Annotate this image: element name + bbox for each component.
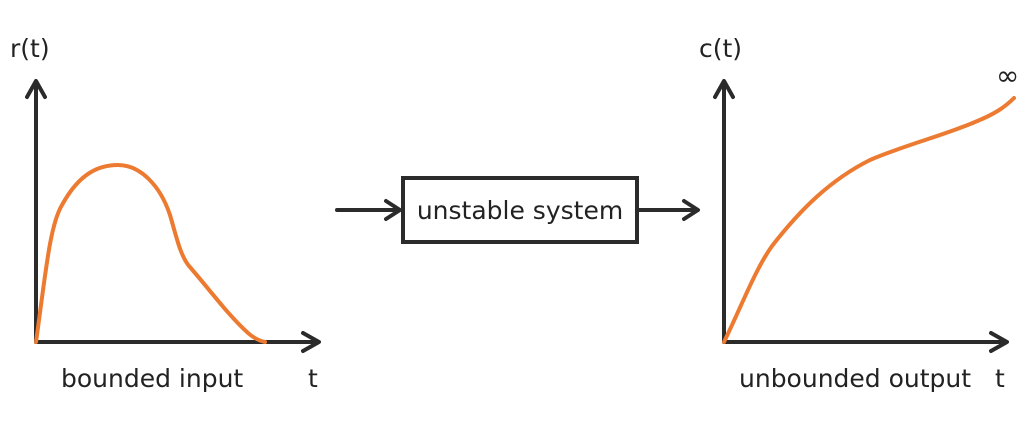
system-block-group: unstable system (335, 176, 700, 244)
unstable-system-label: unstable system (417, 196, 623, 225)
unbounded-output-curve (722, 96, 1016, 344)
input-x-label: t (308, 364, 318, 393)
unstable-system-box (401, 176, 639, 244)
input-plot: r(t) t bounded input (10, 34, 321, 393)
infinity-symbol: ∞ (996, 59, 1019, 92)
input-y-label: r(t) (10, 34, 50, 63)
input-signal-arrowhead (384, 199, 402, 221)
input-y-axis-arrowhead (25, 79, 47, 99)
bounded-input-curve (34, 163, 267, 344)
output-plot: c(t) t unbounded output ∞ (699, 34, 1019, 393)
output-y-axis-arrowhead (713, 79, 735, 99)
output-signal-arrowhead (682, 199, 700, 221)
output-y-label: c(t) (699, 34, 742, 63)
output-x-axis-arrowhead (989, 331, 1009, 353)
output-caption: unbounded output (739, 364, 971, 393)
input-caption: bounded input (61, 364, 243, 393)
input-x-axis-arrowhead (301, 331, 321, 353)
output-x-label: t (995, 364, 1005, 393)
